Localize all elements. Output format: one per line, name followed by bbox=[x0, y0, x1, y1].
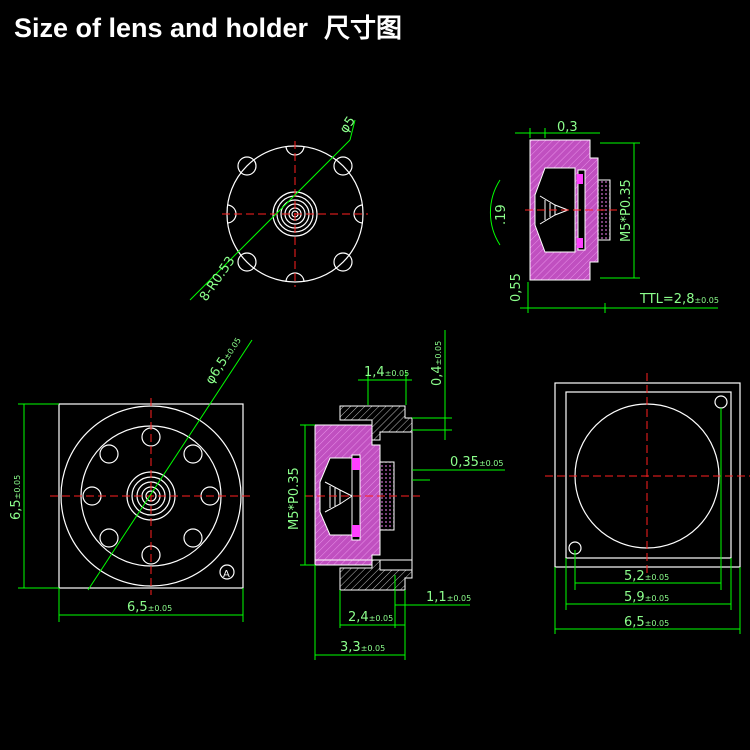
thread-side-label: M5*P0.35 bbox=[619, 179, 634, 242]
dim-04-label: 0,4±0.05 bbox=[430, 341, 445, 386]
dim-33-label: 3,3±0.05 bbox=[340, 640, 385, 655]
dim-65b-label: 6,5±0.05 bbox=[624, 615, 669, 630]
dim-035-label: 0,35±0.05 bbox=[450, 455, 503, 470]
holder-top-centerlines bbox=[50, 398, 252, 595]
title-en: Size of lens and holder bbox=[14, 13, 309, 43]
dim-11-label: 1,1±0.05 bbox=[426, 590, 471, 605]
title-cn: 尺寸图 bbox=[324, 14, 403, 44]
ttl-label: TTL=2,8±0.05 bbox=[639, 292, 719, 307]
dim-52-label: 5,2±0.05 bbox=[624, 569, 669, 584]
lens-diameter-label: φ5 bbox=[337, 114, 359, 136]
lens-top-centerlines bbox=[222, 141, 368, 287]
drawing-title: Size of lens and holder 尺寸图 bbox=[14, 8, 402, 45]
lens-side-dimensions bbox=[490, 128, 718, 313]
holder-top-dimensions bbox=[18, 339, 253, 622]
corner-mark: A bbox=[223, 569, 230, 580]
thread-section-label: M5*P0.35 bbox=[287, 467, 302, 530]
gap-03-label: 0,3 bbox=[557, 120, 578, 135]
height-65-label: 6,5±0.05 bbox=[9, 475, 24, 520]
lens-corner-radius-label: 8-R0.53 bbox=[197, 254, 239, 304]
offset-055-label: 0,55 bbox=[509, 273, 524, 302]
holder-section bbox=[305, 405, 420, 591]
dim-24-label: 2,4±0.05 bbox=[348, 610, 393, 625]
holder-bottom-centerlines bbox=[545, 373, 750, 576]
lens-top-dimensions bbox=[189, 119, 356, 301]
holder-bottom-dimensions bbox=[554, 408, 741, 634]
holder-section-dimensions bbox=[300, 330, 505, 660]
lens-side-section bbox=[525, 139, 618, 281]
dim-59-label: 5,9±0.05 bbox=[624, 590, 669, 605]
width-65-label: 6,5±0.05 bbox=[127, 600, 172, 615]
dim-14-label: 1,4±0.05 bbox=[364, 365, 409, 380]
fov-angle-label: .19 bbox=[494, 204, 509, 225]
